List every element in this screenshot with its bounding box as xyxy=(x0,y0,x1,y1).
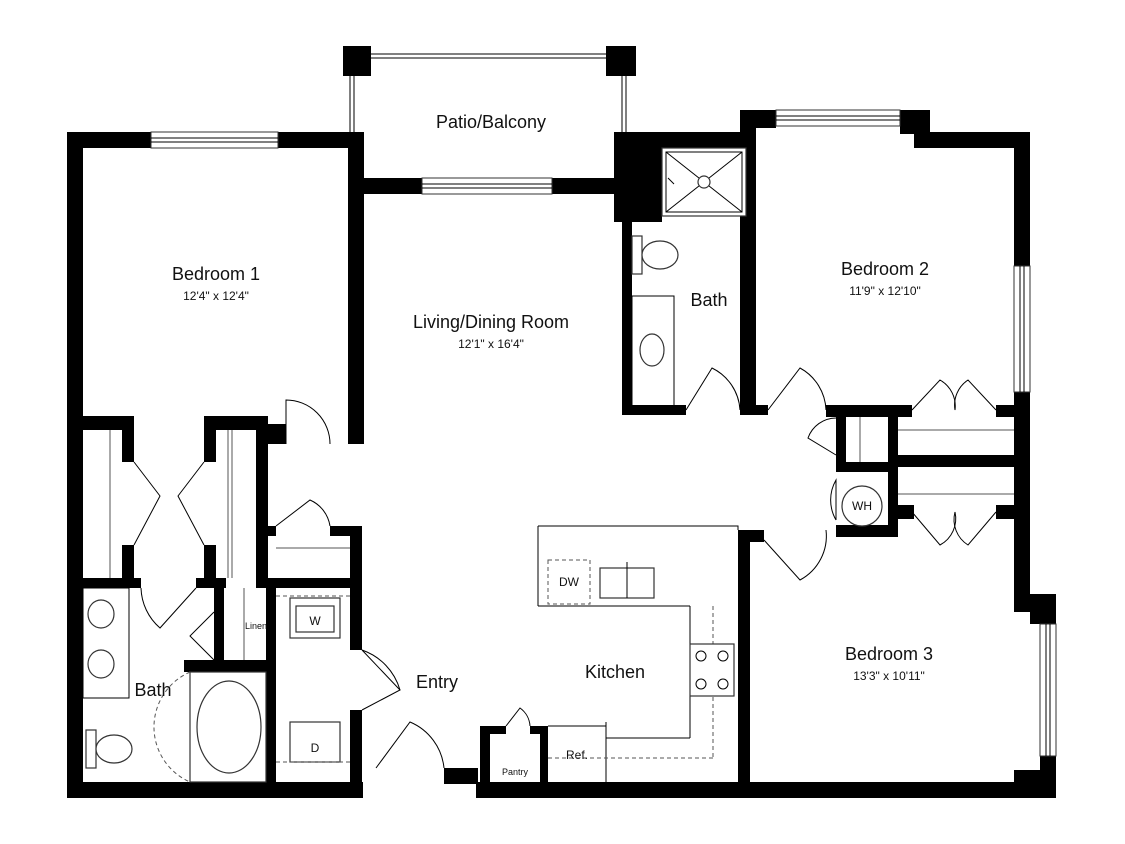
living-label: Living/Dining Room xyxy=(413,312,569,332)
pantry-label: Pantry xyxy=(502,767,529,777)
washer-label: W xyxy=(309,614,321,628)
bath-top-fixtures xyxy=(631,147,747,407)
bath-left-label: Bath xyxy=(134,680,171,700)
bedroom1-label: Bedroom 1 xyxy=(172,264,260,284)
bedroom1-dims: 12'4" x 12'4" xyxy=(183,289,249,303)
closet-lines xyxy=(109,417,1014,660)
bath-left-fixtures xyxy=(82,587,267,783)
kitchen-label: Kitchen xyxy=(585,662,645,682)
kitchen-counters xyxy=(537,525,739,782)
living-dims: 12'1" x 16'4" xyxy=(458,337,524,351)
bedroom2-dims: 11'9" x 12'10" xyxy=(849,284,921,298)
dryer-label: D xyxy=(311,741,320,755)
linen-label: Linen xyxy=(245,621,267,631)
patio-label: Patio/Balcony xyxy=(436,112,546,132)
windows xyxy=(150,53,1057,757)
refrigerator-label: Ref. xyxy=(566,748,588,762)
bath-top-label: Bath xyxy=(690,290,727,310)
dishwasher-label: DW xyxy=(559,575,580,589)
bedroom3-dims: 13'3" x 10'11" xyxy=(853,669,925,683)
laundry xyxy=(276,595,350,763)
doors xyxy=(133,367,997,769)
water-heater xyxy=(841,485,883,527)
entry-label: Entry xyxy=(416,672,458,692)
bedroom3-label: Bedroom 3 xyxy=(845,644,933,664)
water-heater-label: WH xyxy=(852,499,872,513)
bedroom2-label: Bedroom 2 xyxy=(841,259,929,279)
